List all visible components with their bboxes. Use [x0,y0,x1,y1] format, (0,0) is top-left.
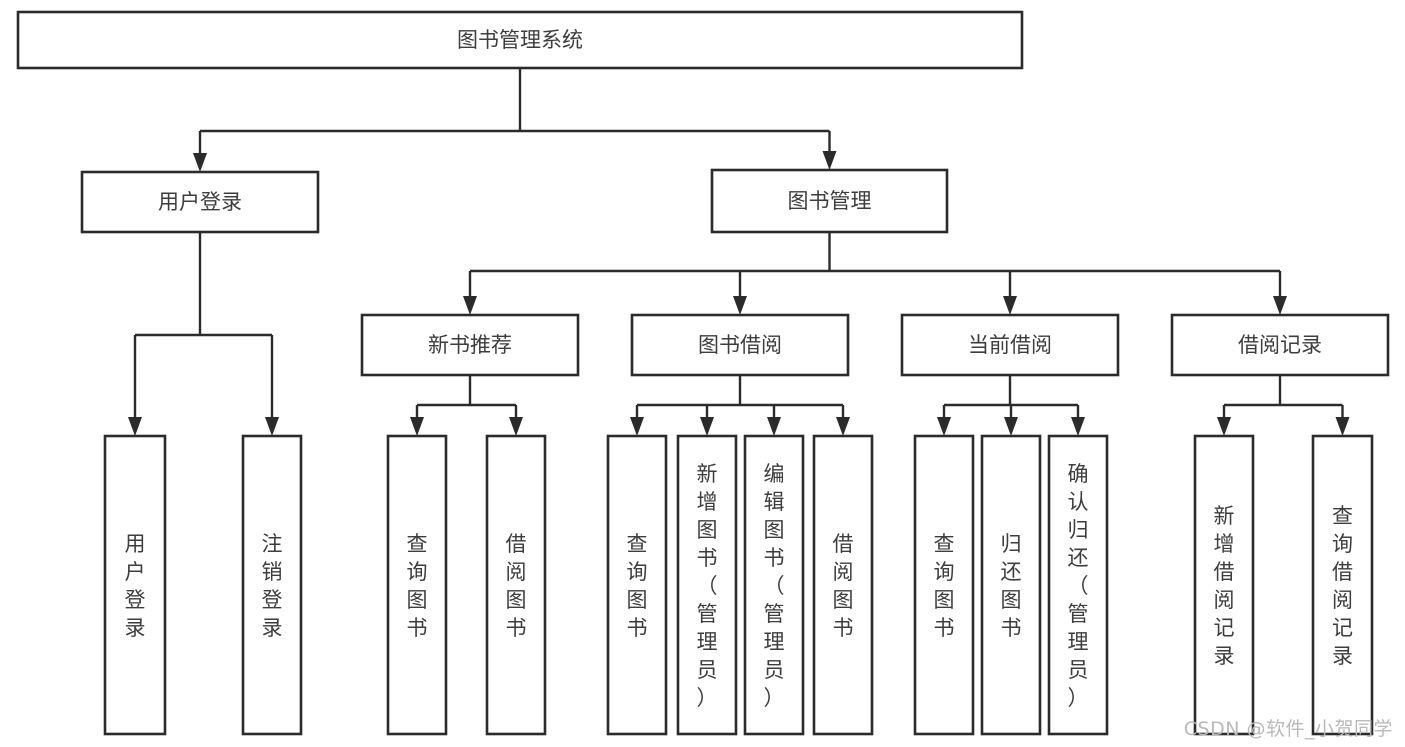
watermark-label: CSDN @软件_小贺同学 [1183,718,1393,740]
node-label: 查询借阅记录 [1332,504,1353,668]
arrow-head-icon [128,417,142,436]
node-label: 用户登录 [125,532,146,640]
node-box [16,10,1024,70]
node-box [386,434,448,736]
node-label: 归还图书 [1001,532,1022,640]
node-label: 新书推荐 [428,333,512,357]
node-label: 新增借阅记录 [1214,504,1235,668]
node-user-login-login[interactable]: 用户登录 [103,434,167,736]
node-current-borrow[interactable]: 当前借阅 [900,313,1120,377]
node-label: 编辑图书（管理员） [764,462,785,710]
node-label: 借阅图书 [833,532,854,640]
arrow-head-icon [1335,417,1350,436]
arrow-head-icon [767,417,781,436]
node-user-login-logout[interactable]: 注销登录 [241,434,303,736]
node-recommend-borrow-book[interactable]: 借阅图书 [485,434,547,736]
arrow-head-icon [1004,417,1018,436]
arrow-head-icon [1003,296,1017,315]
node-box [913,434,975,736]
node-borrow-borrow-book[interactable]: 借阅图书 [812,434,874,736]
node-label: 查询图书 [934,532,955,640]
node-borrow-record[interactable]: 借阅记录 [1170,313,1390,377]
arrow-head-icon [1273,296,1287,315]
arrow-head-icon [193,153,207,172]
node-label: 图书管理 [788,189,872,213]
node-borrow-add-book[interactable]: 新增图书（管理员） [676,434,738,736]
node-label: 确认归还（管理员） [1068,462,1089,710]
node-box [900,313,1120,377]
node-box [606,434,668,736]
node-root[interactable]: 图书管理系统 [16,10,1024,70]
arrow-head-icon [1217,417,1231,436]
arrow-head-icon [822,151,837,170]
nodes-layer: 图书管理系统用户登录用户登录注销登录图书管理新书推荐查询图书借阅图书图书借阅查询… [16,10,1390,736]
node-label: 图书借阅 [698,333,782,357]
node-record-add[interactable]: 新增借阅记录 [1193,434,1255,736]
node-label: 查询图书 [407,532,428,640]
node-box [980,434,1042,736]
node-box [710,168,949,234]
node-box [1170,313,1390,377]
arrow-head-icon [630,417,644,436]
arrow-head-icon [509,417,523,436]
arrow-head-icon [836,417,850,436]
node-box [485,434,547,736]
arrow-head-icon [733,296,747,315]
node-label: 新增图书（管理员） [697,462,718,710]
node-user-login[interactable]: 用户登录 [80,170,320,234]
node-box [360,313,580,377]
node-box [1193,434,1255,736]
node-label: 注销登录 [262,532,283,640]
node-book-borrow[interactable]: 图书借阅 [630,313,850,377]
node-label: 用户登录 [158,190,242,214]
node-box [103,434,167,736]
node-box [743,434,805,736]
arrow-head-icon [700,417,714,436]
node-current-query-book[interactable]: 查询图书 [913,434,975,736]
node-label: 图书管理系统 [457,28,583,52]
node-current-confirm-return[interactable]: 确认归还（管理员） [1047,434,1109,736]
node-borrow-edit-book[interactable]: 编辑图书（管理员） [743,434,805,736]
node-record-query[interactable]: 查询借阅记录 [1311,434,1374,736]
node-box [676,434,738,736]
node-box [1311,434,1374,736]
arrow-head-icon [937,417,951,436]
node-box [812,434,874,736]
arrow-head-icon [463,296,477,315]
node-label: 当前借阅 [968,333,1052,357]
node-box [80,170,320,234]
node-borrow-query-book[interactable]: 查询图书 [606,434,668,736]
node-new-book-recommend[interactable]: 新书推荐 [360,313,580,377]
node-label: 借阅图书 [506,532,527,640]
node-current-return-book[interactable]: 归还图书 [980,434,1042,736]
arrow-head-icon [410,417,424,436]
node-box [630,313,850,377]
node-recommend-query-book[interactable]: 查询图书 [386,434,448,736]
node-box [1047,434,1109,736]
edges-layer [128,68,1350,436]
arrow-head-icon [1071,417,1085,436]
arrow-head-icon [265,417,279,436]
node-book-manage[interactable]: 图书管理 [710,168,949,234]
node-box [241,434,303,736]
node-label: 借阅记录 [1238,333,1322,357]
node-label: 查询图书 [627,532,648,640]
